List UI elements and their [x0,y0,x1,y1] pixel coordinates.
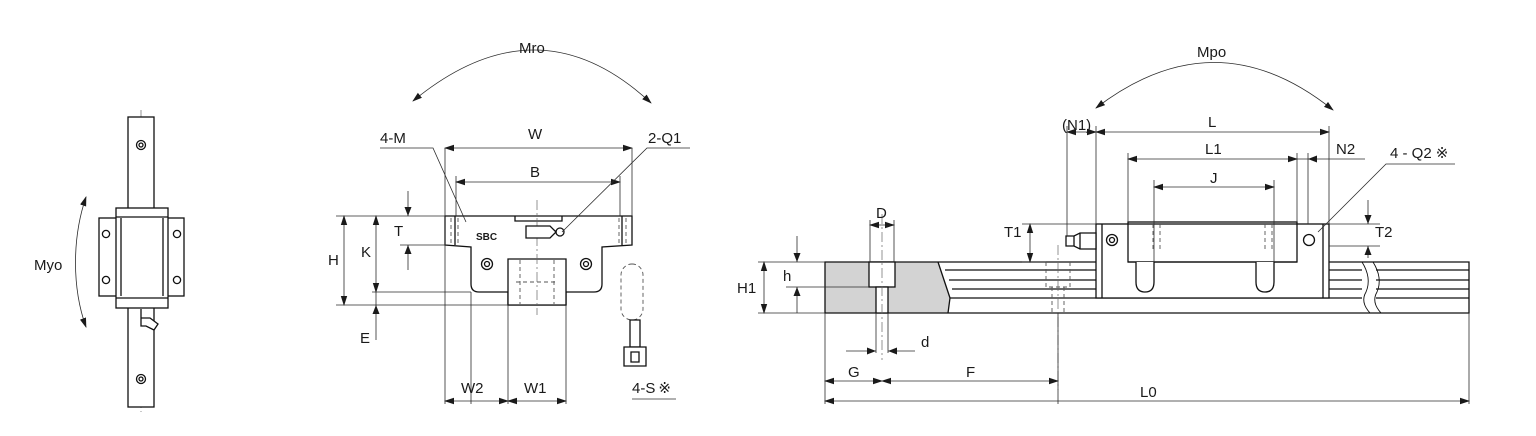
l0-label: L0 [1140,384,1157,401]
grease-nipple [140,309,159,331]
brand-mark: SBC [476,232,497,243]
t1-label: T1 [1004,224,1022,241]
mro-arrow [412,49,652,104]
mpo-label: Mpo [1197,44,1226,61]
l-label: L [1208,114,1216,131]
h1-label: H1 [737,280,756,297]
bolt-shank [629,319,641,348]
four-q2-label: 4 - Q2※ [1390,145,1448,162]
top-view: Myo [34,110,185,412]
t-label: T [394,223,403,240]
w2-label: W2 [461,380,484,397]
four-s-label: 4-S※ [632,380,671,397]
side-grease-nipple [1065,232,1097,250]
l1-label: L1 [1205,141,1222,158]
top-view-block [115,207,169,309]
bolt-hidden-outline [620,263,644,321]
k-label: K [361,244,371,261]
front-view: Mro SBC W B 4-M 2 [328,40,690,405]
h-lower-label: h [783,268,791,285]
myo-arrow [75,196,87,328]
n2-label: N2 [1336,141,1355,158]
g-label: G [848,364,860,381]
h-label: H [328,252,339,269]
j-label: J [1210,170,1218,187]
four-m-label: 4-M [380,130,406,147]
f-label: F [966,364,975,381]
bolt-head [623,346,647,367]
d-upper-label: D [876,205,887,222]
n1-label: (N1) [1062,117,1091,134]
w-label: W [528,126,543,143]
w1-label: W1 [524,380,547,397]
d-lower-label: d [921,334,929,351]
mro-label: Mro [519,40,545,57]
t2-label: T2 [1375,224,1393,241]
two-q1-label: 2-Q1 [648,130,681,147]
side-view-block [1095,223,1330,299]
side-view: Mpo L (N1) [737,44,1470,405]
mpo-arrow [1095,62,1334,111]
myo-label: Myo [34,257,62,274]
front-grease-nipple [525,225,557,239]
b-label: B [530,164,540,181]
e-label: E [360,330,370,347]
